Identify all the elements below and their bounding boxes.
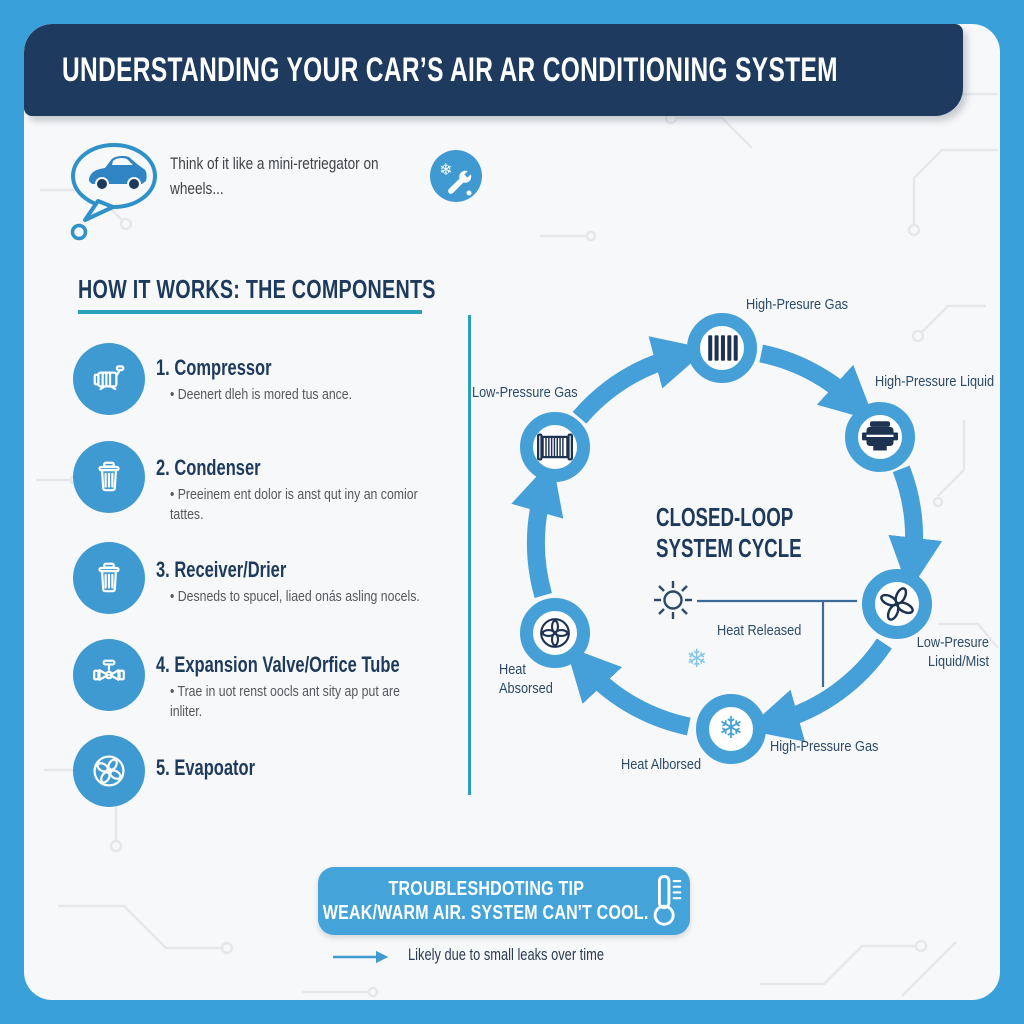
- page-title: UNDERSTANDING YOUR CAR’S AIR AR CONDITIO…: [62, 50, 838, 89]
- snowflake-node-icon: ❄: [696, 694, 766, 764]
- title-banner: UNDERSTANDING YOUR CAR’S AIR AR CONDITIO…: [24, 24, 963, 116]
- cycle-arrow: [565, 645, 691, 736]
- legend-heat-released: Heat Released: [717, 622, 802, 639]
- column-divider: [468, 315, 471, 795]
- evaporator-fan-icon: [73, 735, 145, 807]
- content-card: ❄: [24, 24, 1000, 1000]
- component-title: 4. Expansion Valve/Orfice Tube: [156, 652, 400, 677]
- cycle-arrow: [745, 638, 892, 742]
- component-description: Preeinem ent dolor is anst qut iny an co…: [170, 485, 426, 526]
- troubleshooting-tip-box: TROUBLESHDOTING TIP WEAK/WARM AIR. SYSTE…: [318, 867, 690, 935]
- section-heading-underline: [78, 310, 422, 314]
- intro-text: Think of it like a mini-retriegator on w…: [170, 154, 379, 198]
- sun-icon: [654, 581, 692, 619]
- label-heat-alborsed: Heat Alborsed: [621, 756, 702, 773]
- pinwheel-icon: [862, 569, 932, 639]
- cycle-arrows: [511, 336, 943, 742]
- fan-node-icon: [520, 598, 590, 668]
- decor-overlay: ❄: [36, 55, 999, 998]
- snowflake-wrench-badge: ❄: [430, 150, 482, 202]
- cycle-arrow: [759, 344, 875, 422]
- component-title: 5. Evapoator: [156, 755, 256, 780]
- snowflake-icon: ❄: [439, 160, 452, 179]
- condenser-icon: [73, 441, 145, 513]
- compressor-node-icon: [845, 402, 915, 472]
- receiver-drier-icon: [73, 542, 145, 614]
- component-description: Deenert dleh is mored tus ance.: [170, 385, 426, 405]
- expansion-valve-icon: [73, 639, 145, 711]
- component-title: 3. Receiver/Drier: [156, 557, 287, 582]
- label-high-pressure-gas-bottom: High-Pressure Gas: [770, 738, 879, 755]
- label-high-pressure-liquid: High-Pressure Liquid: [875, 373, 995, 390]
- troubleshooting-note: Likely due to small leaks over time: [408, 946, 604, 964]
- thought-bubble-icon: [70, 143, 157, 241]
- troubleshooting-title: TROUBLESHDOTING TIP: [388, 877, 584, 900]
- section-heading: HOW IT WORKS: THE COMPONENTS: [78, 274, 436, 304]
- component-description: Desneds to spucel, liaed onás asling noc…: [170, 587, 426, 607]
- snowflake-icon: ❄: [686, 644, 707, 673]
- cycle-arrow: [888, 465, 943, 592]
- car-icon: [89, 156, 147, 191]
- radiator-icon: [520, 412, 590, 482]
- component-title: 1. Compressor: [156, 355, 272, 380]
- cycle-arrow: [572, 336, 708, 424]
- component-description: Trae in uot renst oocls ant sity ap put …: [170, 682, 426, 723]
- legend-connector-line: [697, 599, 857, 687]
- component-title: 2. Condenser: [156, 455, 261, 480]
- troubleshooting-subtitle: WEAK/WARM AIR. SYSTEM CAN'T COOL.: [323, 901, 649, 924]
- wrench-icon: [448, 169, 473, 194]
- label-high-presure-gas-top: High-Presure Gas: [746, 296, 849, 313]
- circuit-pattern-background: [36, 55, 999, 998]
- cycle-arrow: [511, 459, 564, 598]
- compressor-icon: [73, 343, 145, 415]
- radiator-bars-icon: [687, 313, 757, 383]
- thermometer-icon: [653, 874, 682, 926]
- label-low-pressure-gas: Low-Pressure Gas: [472, 384, 578, 401]
